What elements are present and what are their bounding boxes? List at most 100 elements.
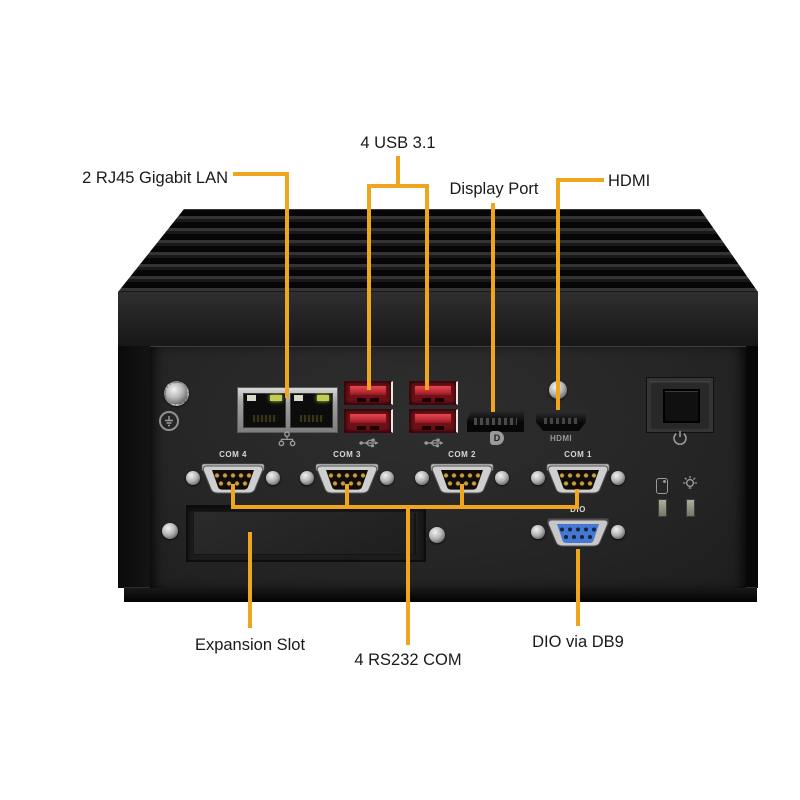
jack-screw — [531, 471, 545, 485]
db9-male-connector — [201, 463, 265, 494]
chassis-base — [124, 587, 757, 602]
hdmi-port — [536, 411, 586, 431]
usb-port-4 — [409, 409, 458, 433]
displayport-pins — [474, 418, 517, 425]
lan-link-led — [317, 395, 329, 401]
rj45-port-1 — [243, 393, 286, 428]
jack-screw — [415, 471, 429, 485]
port-label: COM 1 — [564, 450, 592, 459]
usb-icon — [359, 438, 379, 448]
usb-slot — [370, 426, 379, 430]
chassis-right-side — [744, 346, 758, 588]
usb-slot — [422, 426, 431, 430]
port-label: COM 4 — [219, 450, 247, 459]
panel-screw — [162, 523, 178, 539]
jack-screw — [300, 471, 314, 485]
lan-callout-line — [285, 172, 289, 398]
hdmi-callout-line — [556, 178, 604, 182]
rj45-contacts — [253, 415, 277, 422]
jack-screw — [611, 471, 625, 485]
usb-port-2 — [344, 409, 393, 433]
power-button-cap — [663, 389, 700, 423]
chassis-left-side — [118, 346, 152, 588]
ground-icon — [159, 411, 179, 431]
usb-callout-label: 4 USB 3.1 — [360, 134, 436, 152]
jack-screw — [380, 471, 394, 485]
expansion-callout-line — [248, 532, 252, 628]
expansion-slot-seam — [414, 513, 416, 554]
usb-slot — [435, 426, 444, 430]
usb-slot — [357, 426, 366, 430]
port-label: DIO — [570, 505, 586, 514]
power-status-led — [686, 499, 695, 517]
displayport-icon: D — [490, 431, 504, 445]
jack-screw — [266, 471, 280, 485]
usb-slot — [435, 398, 444, 402]
db9-female-connector — [546, 517, 610, 547]
usb-slot — [370, 398, 379, 402]
rs232-callout-line — [460, 484, 464, 509]
usb-icon — [424, 438, 444, 448]
usb-slot — [422, 398, 431, 402]
heatsink-fins — [118, 209, 758, 292]
lan-activity-led — [294, 395, 303, 401]
lan-activity-led — [247, 395, 256, 401]
heatsink-body — [118, 292, 758, 346]
rs232-callout-line — [231, 505, 579, 509]
com-port-1: COM 1 — [530, 450, 626, 498]
port-label: COM 3 — [333, 450, 361, 459]
hdmi-pins — [544, 418, 578, 424]
rs232-callout-line — [231, 484, 235, 509]
com-port-2: COM 2 — [414, 450, 510, 498]
rj45-port-2 — [290, 393, 333, 428]
rj45-contacts — [300, 415, 324, 422]
lan-callout-label: 2 RJ45 Gigabit LAN — [82, 169, 228, 187]
usb-tongue — [415, 414, 451, 423]
usb-tongue — [350, 414, 386, 423]
com-port-4: COM 4 — [185, 450, 281, 498]
lan-link-led — [270, 395, 282, 401]
usb-callout-line — [367, 184, 371, 390]
usb-callout-line — [396, 156, 400, 188]
expansion-slot-cover — [193, 511, 419, 555]
jack-screw — [186, 471, 200, 485]
usb-port-3 — [409, 381, 458, 405]
dio-callout-label: DIO via DB9 — [532, 633, 624, 651]
displayport-callout-line — [491, 203, 495, 412]
expansion-slot — [186, 505, 426, 562]
hdmi-callout-label: HDMI — [608, 172, 651, 190]
rs232-callout-line — [406, 505, 410, 645]
jack-screw — [611, 525, 625, 539]
antenna-mount-screw — [164, 381, 189, 406]
usb-callout-line — [425, 184, 429, 390]
port-label: COM 2 — [448, 450, 476, 459]
hdmi-callout-line — [556, 178, 560, 410]
power-button — [647, 378, 713, 432]
rs232-callout-label: 4 RS232 COM — [354, 651, 462, 669]
dio-port: DIO — [530, 503, 626, 551]
usb-slot — [357, 398, 366, 402]
usb-tongue — [350, 386, 386, 395]
jack-screw — [495, 471, 509, 485]
jack-screw — [531, 525, 545, 539]
rs232-callout-line — [345, 484, 349, 509]
db9-male-connector — [546, 463, 610, 494]
hdd-status-led — [658, 499, 667, 517]
usb-tongue — [415, 386, 451, 395]
panel-screw — [429, 527, 445, 543]
rs232-callout-line — [575, 489, 579, 509]
com-port-3: COM 3 — [299, 450, 395, 498]
hdmi-silkscreen-label: HDMI — [549, 434, 573, 443]
lan-network-icon — [278, 431, 296, 447]
db9-male-connector — [315, 463, 379, 494]
dio-callout-line — [576, 549, 580, 626]
expansion-callout-label: Expansion Slot — [194, 636, 306, 654]
hdd-icon — [656, 478, 668, 494]
light-icon — [683, 476, 697, 489]
displayport-port — [467, 410, 524, 432]
hdd-icon-dot — [663, 480, 666, 483]
power-icon — [673, 431, 687, 445]
usb-callout-line — [367, 184, 429, 188]
lan-callout-line — [233, 172, 289, 176]
